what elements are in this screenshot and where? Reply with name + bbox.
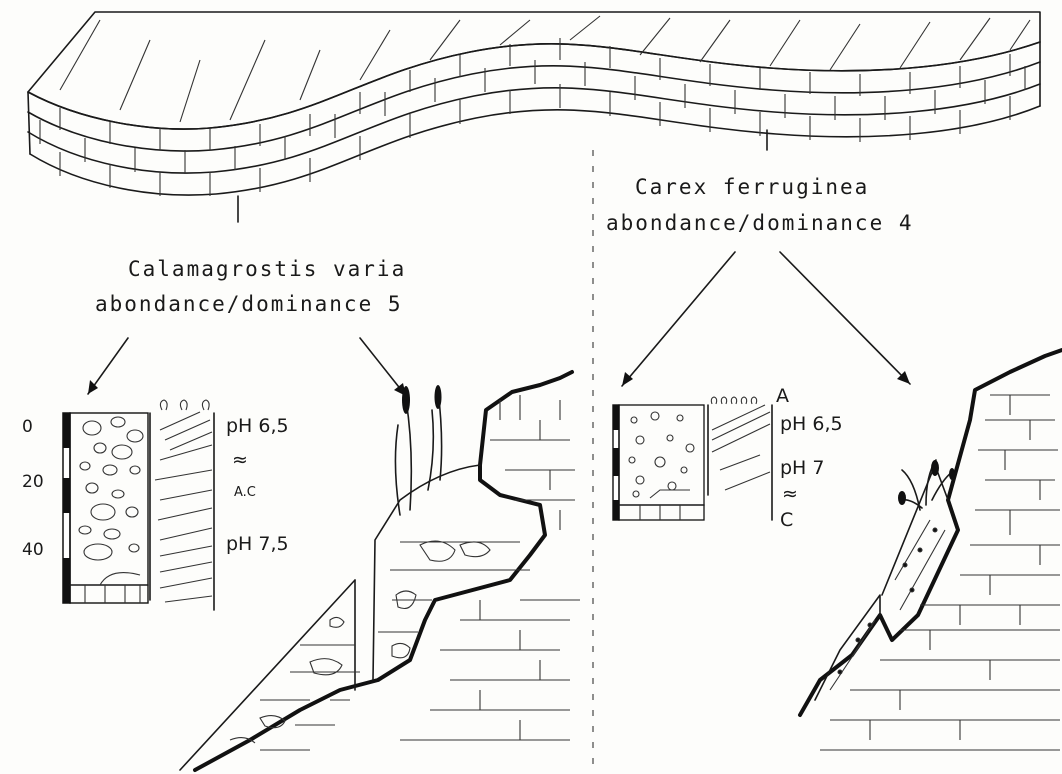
left-approx-sign: ≈: [232, 449, 248, 471]
depth-label-40: 40: [22, 540, 44, 560]
right-approx-sign: ≈: [782, 483, 798, 505]
left-abundance-label: abondance/dominance 5: [95, 292, 403, 316]
right-soil-profile: A pH 6,5 pH 7 ≈ C: [613, 385, 843, 531]
limestone-block: [28, 12, 1040, 222]
depth-label-20: 20: [22, 472, 44, 492]
right-slope-scene: [800, 350, 1062, 750]
right-abundance-label: abondance/dominance 4: [606, 211, 914, 235]
right-species-label: Carex ferruginea: [635, 175, 869, 199]
left-species-label: Calamagrostis varia: [128, 257, 406, 281]
right-horizon-c: C: [780, 509, 793, 531]
left-ph-bottom: pH 7,5: [226, 533, 289, 555]
depth-label-0: 0: [22, 417, 33, 437]
reed-plant: [395, 385, 441, 515]
right-ph-top: pH 6,5: [780, 413, 843, 435]
left-horizon-label: A.C: [234, 485, 256, 500]
right-ph-mid: pH 7: [780, 457, 824, 479]
left-ph-top: pH 6,5: [226, 415, 289, 437]
left-soil-profile: 0 20 40 pH 6,5 ≈ A.C: [22, 400, 289, 610]
right-horizon-a: A: [776, 385, 789, 407]
